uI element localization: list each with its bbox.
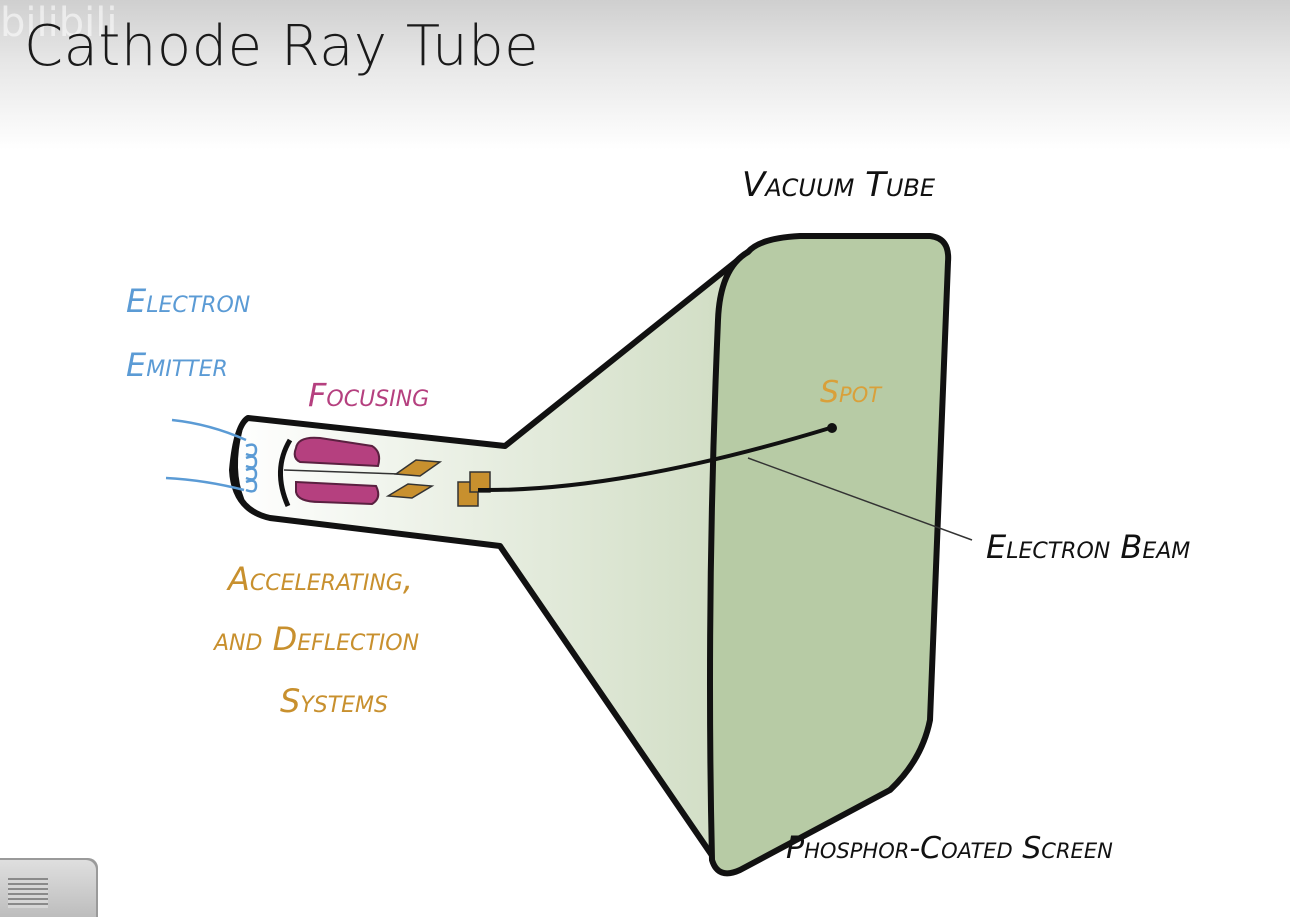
focusing-coil-bottom [295, 480, 380, 506]
label-electron-emitter-1: Electron [126, 282, 250, 320]
label-electron-beam: Electron Beam [986, 528, 1190, 566]
label-phosphor-screen: Phosphor-Coated Screen [786, 831, 1113, 866]
emitter-lead-bottom [165, 476, 245, 492]
label-accel-2: and Deflection [212, 620, 419, 658]
label-accel-1: Accelerating, [226, 560, 413, 598]
title-band [0, 0, 1290, 150]
emitter-lead-top [171, 418, 247, 442]
deflection-plate-bottom [385, 483, 435, 499]
neck-inner-wall [277, 438, 293, 508]
neck-axis [283, 469, 401, 475]
spot-dot [827, 423, 837, 433]
label-electron-emitter-2: Emitter [126, 346, 228, 384]
vent-grille [8, 878, 48, 908]
label-spot: Spot [820, 375, 883, 410]
label-vacuum-tube: Vacuum Tube [742, 165, 936, 205]
watermark: bilibili [0, 0, 118, 46]
label-accel-3: Systems [280, 682, 388, 720]
phosphor-screen [707, 233, 952, 877]
slide-title: Cathode Ray Tube [24, 14, 540, 79]
electron-beam [477, 426, 831, 493]
electron-beam-leader [747, 457, 973, 541]
emitter-coil [245, 443, 258, 493]
label-focusing: Focusing [308, 376, 429, 414]
corner-device-thumbnail [0, 858, 98, 917]
focusing-coil-top [293, 436, 381, 468]
deflection-plate-top [393, 459, 443, 477]
